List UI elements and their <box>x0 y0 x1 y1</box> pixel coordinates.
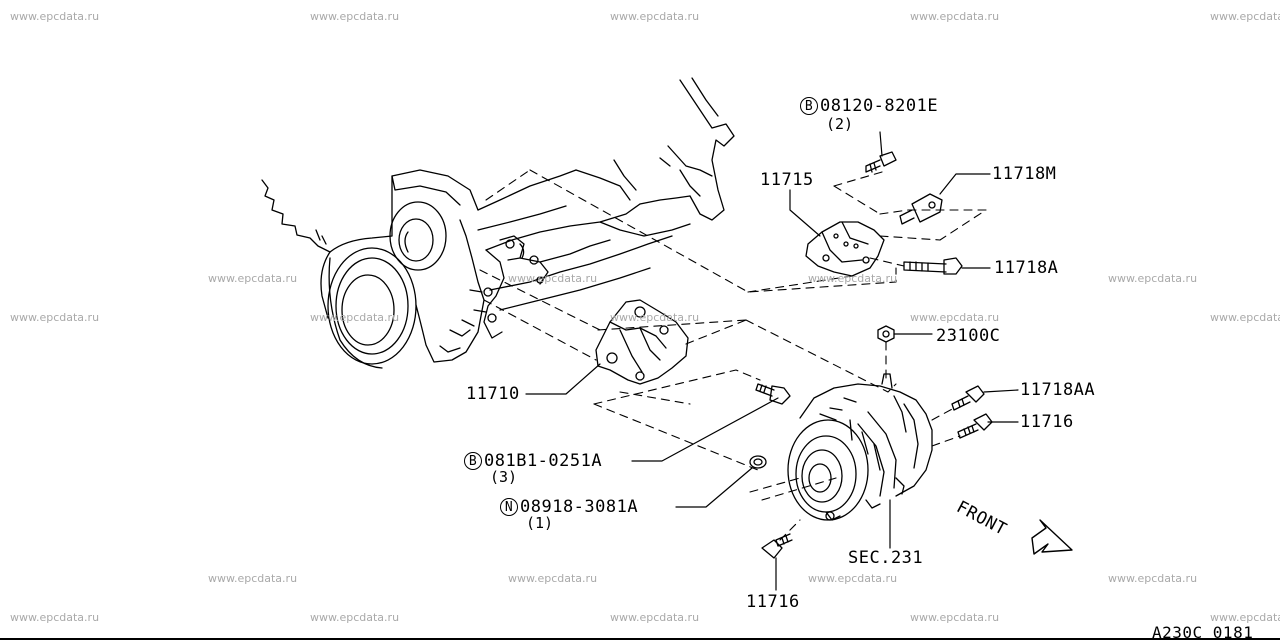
watermark: www.epcdata.ru <box>310 311 400 324</box>
upper-bracket-11715-drawing <box>805 221 885 277</box>
callout-sec-231[interactable]: SEC.231 <box>848 548 924 568</box>
watermark: www.epcdata.ru <box>808 272 898 285</box>
watermark: www.epcdata.ru <box>808 572 898 585</box>
watermark: www.epcdata.ru <box>610 10 700 23</box>
watermark: www.epcdata.ru <box>1210 10 1280 23</box>
bolt-11718aa-drawing <box>951 385 985 411</box>
bolt-11716-right-drawing <box>957 413 993 439</box>
watermark: www.epcdata.ru <box>1210 311 1280 324</box>
bolt-081b1-drawing <box>755 383 791 405</box>
callout-11710[interactable]: 11710 <box>466 384 520 404</box>
callout-11715[interactable]: 11715 <box>760 170 814 190</box>
callout-quantity: (3) <box>490 468 518 486</box>
alternator-drawing <box>787 373 933 521</box>
callout-quantity: (1) <box>526 514 554 532</box>
callout-11716-right[interactable]: 11716 <box>1020 412 1074 432</box>
part-number: 08120-8201E <box>820 96 939 116</box>
watermark: www.epcdata.ru <box>208 572 298 585</box>
callout-11718AA[interactable]: 11718AA <box>1020 380 1096 400</box>
diagram-code: A230C 0181 <box>1152 623 1254 642</box>
bolt-08120-drawing <box>865 151 897 173</box>
watermark: www.epcdata.ru <box>610 611 700 624</box>
washer-08918-drawing <box>749 455 767 469</box>
watermark: www.epcdata.ru <box>1210 611 1280 624</box>
part-number: 081B1-0251A <box>484 451 603 471</box>
watermark: www.epcdata.ru <box>310 10 400 23</box>
watermark: www.epcdata.ru <box>1108 572 1198 585</box>
watermark: www.epcdata.ru <box>10 311 100 324</box>
transmission-frame-drawing <box>477 77 735 339</box>
watermark: www.epcdata.ru <box>10 611 100 624</box>
watermark: www.epcdata.ru <box>610 311 700 324</box>
bolt-11718a-drawing <box>903 257 963 275</box>
callout-11718A[interactable]: 11718A <box>994 258 1059 278</box>
front-arrow-icon <box>1031 519 1073 555</box>
bolt-symbol-icon: B <box>800 97 818 115</box>
nut-23100c-drawing <box>877 325 895 343</box>
bolt-11718m-drawing <box>899 193 943 225</box>
watermark: www.epcdata.ru <box>910 311 1000 324</box>
callout-11716-bottom[interactable]: 11716 <box>746 592 800 612</box>
bolt-symbol-icon: B <box>464 452 482 470</box>
watermark: www.epcdata.ru <box>208 272 298 285</box>
lower-bracket-11710-drawing <box>595 299 689 385</box>
watermark: www.epcdata.ru <box>10 10 100 23</box>
callout-11718M[interactable]: 11718M <box>992 164 1057 184</box>
watermark: www.epcdata.ru <box>508 572 598 585</box>
callout-quantity: (2) <box>826 115 854 133</box>
watermark: www.epcdata.ru <box>508 272 598 285</box>
part-number: 08918-3081A <box>520 497 639 517</box>
bottom-border <box>0 638 1280 640</box>
callout-leader-lines <box>525 131 1019 591</box>
bolt-11716-bottom-drawing <box>761 533 793 559</box>
callout-23100C[interactable]: 23100C <box>936 326 1001 346</box>
watermark: www.epcdata.ru <box>910 611 1000 624</box>
watermark: www.epcdata.ru <box>910 10 1000 23</box>
nut-symbol-icon: N <box>500 498 518 516</box>
watermark: www.epcdata.ru <box>310 611 400 624</box>
watermark: www.epcdata.ru <box>1108 272 1198 285</box>
assembly-dashed-lines <box>479 169 987 541</box>
engine-block-drawing <box>261 169 487 369</box>
